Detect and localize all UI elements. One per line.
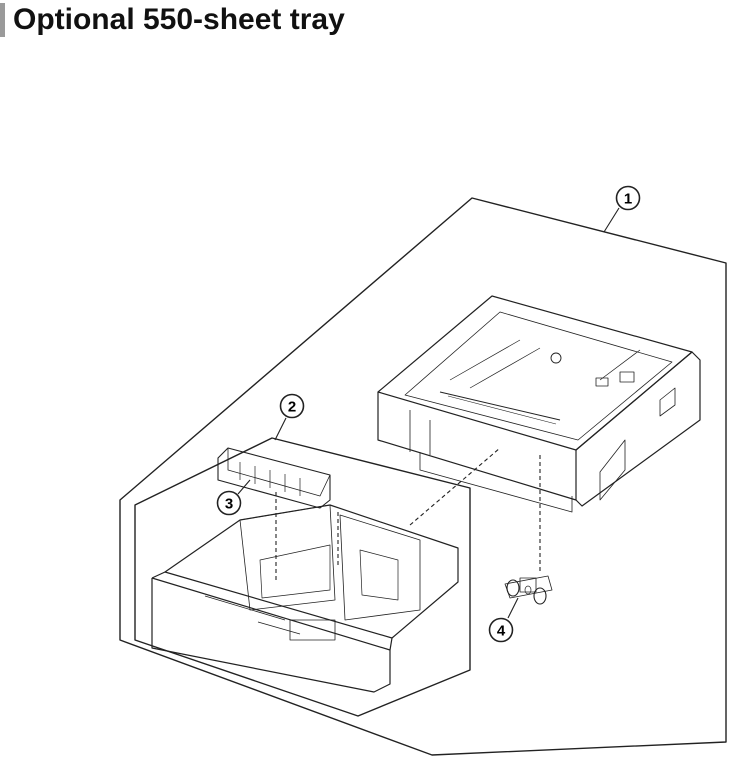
callout-2: 2	[279, 393, 305, 419]
callout-number: 2	[288, 399, 296, 416]
separator-pad-part	[217, 447, 331, 509]
callout-circle	[279, 393, 305, 419]
title-accent-bar	[0, 3, 5, 37]
callout-number: 1	[624, 191, 632, 208]
callout-1: 1	[615, 185, 641, 211]
callout-3: 3	[216, 490, 242, 516]
dashed-alignment-lines	[275, 447, 541, 582]
tray-drawer	[151, 504, 459, 693]
assembly-boundary-2	[134, 437, 471, 717]
callout-circle	[216, 490, 242, 516]
callout-circle	[615, 185, 641, 211]
tray-housing	[377, 295, 701, 513]
callout-leaders	[237, 207, 620, 619]
page-title: Optional 550-sheet tray	[13, 3, 345, 36]
callout-4: 4	[488, 617, 514, 643]
page-title-bar: Optional 550-sheet tray	[0, 2, 345, 38]
callout-circle	[488, 617, 514, 643]
callout-number: 4	[497, 623, 506, 640]
assembly-boundary-1	[119, 197, 727, 756]
pick-roller-part	[504, 575, 553, 605]
callout-number: 3	[225, 496, 233, 513]
